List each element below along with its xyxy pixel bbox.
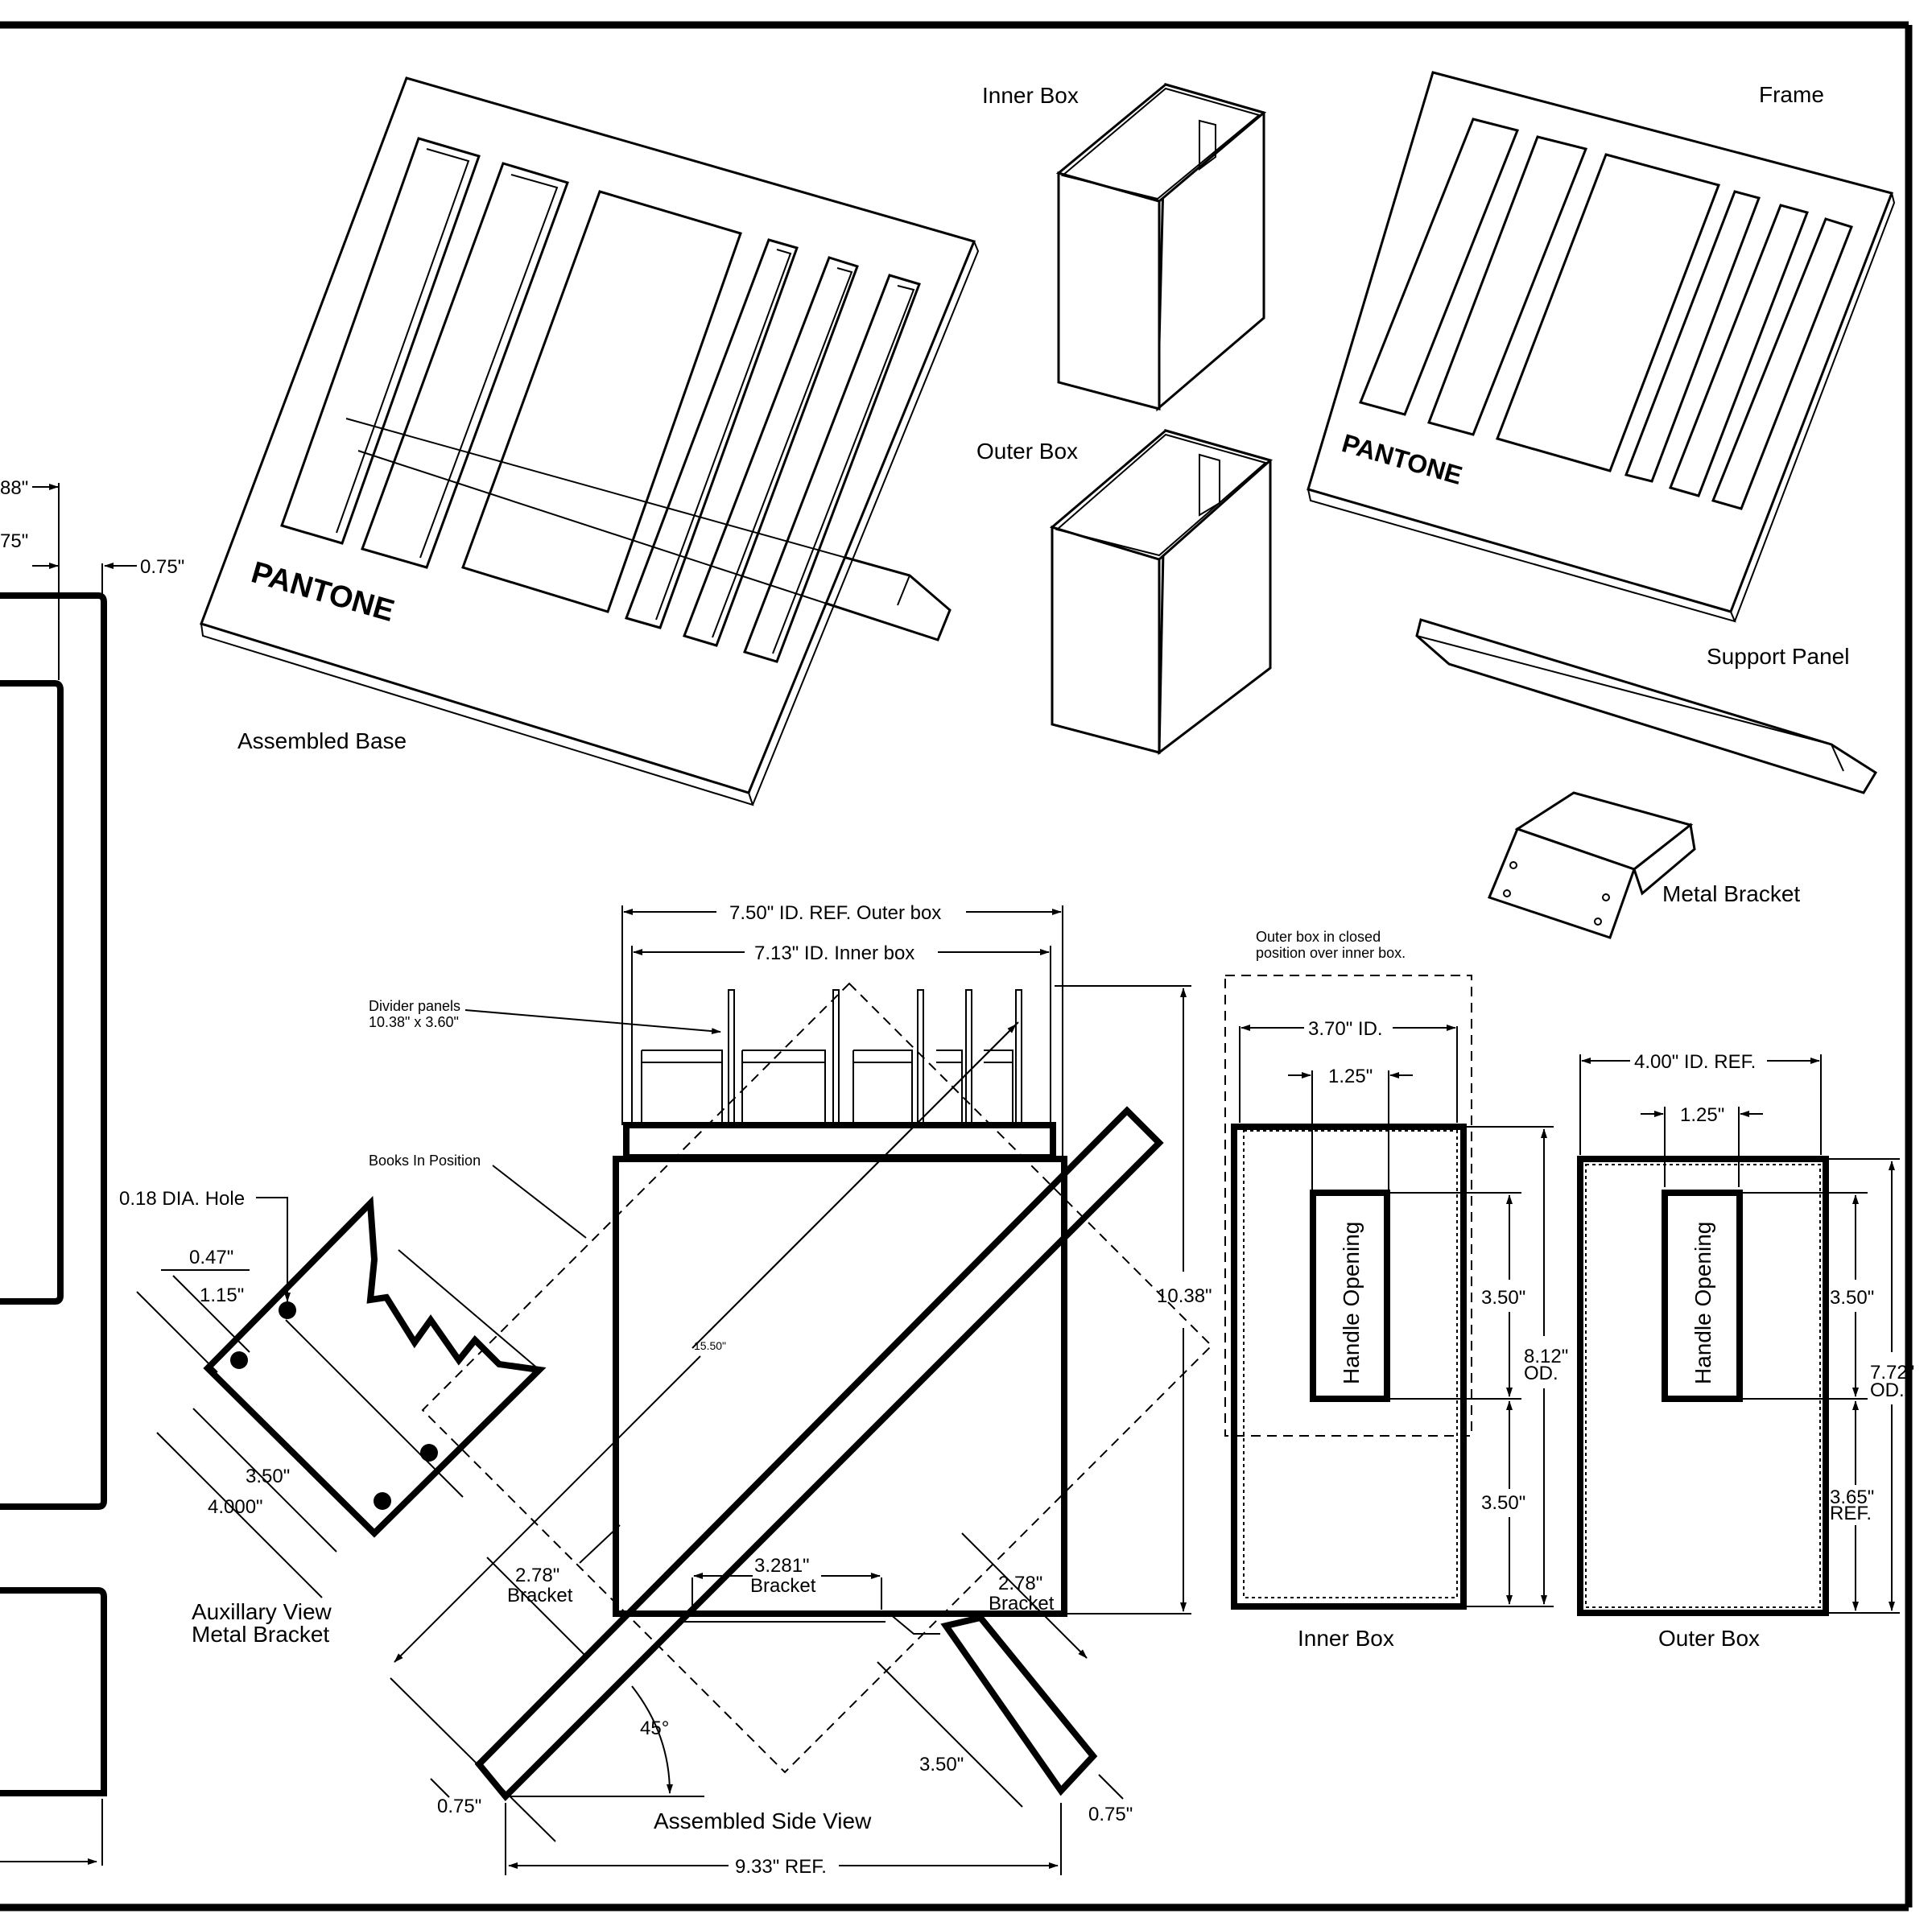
- inner-box-id-dim: 7.13" ID. Inner box: [754, 942, 914, 964]
- left-dim-2: 75": [0, 530, 28, 552]
- hole-dim: 0.18 DIA. Hole: [119, 1188, 245, 1210]
- support-panel-label: Support Panel: [1707, 644, 1849, 669]
- books-in-position-label: Books In Position: [369, 1153, 481, 1169]
- bracket-right-dim-1: 2.78": [998, 1573, 1042, 1594]
- outer-h1-dim: 3.50": [1830, 1287, 1874, 1309]
- aux-dim-4000: 4.000": [208, 1496, 263, 1518]
- foot-span-dim: 3.50": [919, 1754, 964, 1775]
- outer-h2-dim-2: REF.: [1830, 1503, 1872, 1524]
- frame-iso: PANTONE Frame: [1307, 71, 1896, 623]
- bracket-hole: [230, 1351, 248, 1369]
- width-ref-dim: 9.33" REF.: [735, 1856, 827, 1878]
- metal-bracket-label: Metal Bracket: [1662, 881, 1800, 906]
- sheet-border: [0, 21, 1913, 1911]
- aux-view-title-1: Auxillary View: [192, 1599, 332, 1624]
- aux-dim-115: 1.15": [200, 1285, 244, 1306]
- height-dim: 10.38": [1157, 1285, 1212, 1307]
- bracket-hole: [420, 1444, 438, 1462]
- inner-od-dim-1: 8.12": [1524, 1346, 1568, 1367]
- left-dim-3: 0.75": [140, 556, 184, 578]
- inner-box-iso: Inner Box: [982, 83, 1267, 412]
- inner-h2-dim: 3.50": [1481, 1492, 1525, 1514]
- aux-view-title-2: Metal Bracket: [192, 1622, 329, 1647]
- outer-closed-note-2: position over inner box.: [1256, 945, 1406, 961]
- frame-label: Frame: [1759, 82, 1824, 107]
- outer-od-dim-2: OD.: [1870, 1379, 1905, 1401]
- inner-od-dim-2: OD.: [1524, 1363, 1558, 1384]
- outer-handle-label: Handle Opening: [1690, 1222, 1715, 1384]
- outer-h2-dim-1: 3.65": [1830, 1487, 1874, 1508]
- outer-closed-note-1: Outer box in closed: [1256, 929, 1381, 945]
- assembled-side-view: 7.50" ID. REF. Outer box 7.13" ID. Inner…: [369, 902, 1213, 1878]
- outer-box-view: 4.00" ID. REF. 1.25" Handle Opening 3.50…: [1577, 1051, 1914, 1651]
- outer-box-iso: Outer Box: [976, 429, 1274, 756]
- inner-box-view-title: Inner Box: [1298, 1626, 1394, 1651]
- bracket-hole: [374, 1492, 391, 1510]
- outer-box-iso-label: Outer Box: [976, 439, 1078, 464]
- inner-h1-dim: 3.50": [1481, 1287, 1525, 1309]
- left-dim-1: 88": [0, 477, 28, 499]
- aux-dim-047: 0.47": [189, 1247, 233, 1268]
- inner-handle-w-dim: 1.25": [1328, 1066, 1373, 1087]
- diag-dim: 15.50": [694, 1339, 726, 1352]
- bracket-mid-dim-2: Bracket: [750, 1575, 816, 1597]
- foot-left-dim: 0.75": [437, 1796, 481, 1817]
- bracket-mid-dim-1: 3.281": [754, 1555, 810, 1577]
- divider-panels-label-2: 10.38" x 3.60": [369, 1014, 459, 1030]
- inner-handle-label: Handle Opening: [1339, 1222, 1364, 1384]
- outer-box-id-dim: 7.50" ID. REF. Outer box: [729, 902, 941, 924]
- foot-right-dim: 0.75": [1088, 1804, 1133, 1825]
- metal-bracket-iso: Metal Bracket: [1488, 791, 1800, 939]
- inner-id-dim: 3.70" ID.: [1308, 1018, 1383, 1040]
- inner-box-iso-label: Inner Box: [982, 83, 1079, 108]
- bracket-left-dim-1: 2.78": [515, 1565, 559, 1586]
- side-view-title: Assembled Side View: [654, 1808, 872, 1833]
- bracket-left-dim-2: Bracket: [507, 1585, 573, 1606]
- outer-od-dim-1: 7.72": [1870, 1362, 1914, 1384]
- bracket-hole: [279, 1301, 296, 1319]
- angle-dim: 45°: [640, 1718, 669, 1739]
- assembled-base-iso: PANTONE Assembled Base: [200, 76, 980, 806]
- outer-handle-w-dim: 1.25": [1680, 1104, 1724, 1126]
- inner-box-view: Outer box in closed position over inner …: [1224, 929, 1568, 1651]
- assembled-base-label: Assembled Base: [237, 728, 407, 753]
- left-partial-view: 88" 75" 0.75": [0, 477, 184, 1866]
- outer-box-view-title: Outer Box: [1658, 1626, 1760, 1651]
- divider-panels-label-1: Divider panels: [369, 998, 460, 1014]
- outer-id-dim: 4.00" ID. REF.: [1634, 1051, 1756, 1073]
- support-panel-iso: Support Panel: [1415, 618, 1878, 794]
- bracket-right-dim-2: Bracket: [989, 1593, 1055, 1615]
- aux-dim-350: 3.50": [246, 1466, 290, 1487]
- auxillary-view: 0.18 DIA. Hole 0.47" 1.15" 3.50" 4.000" …: [119, 1188, 547, 1647]
